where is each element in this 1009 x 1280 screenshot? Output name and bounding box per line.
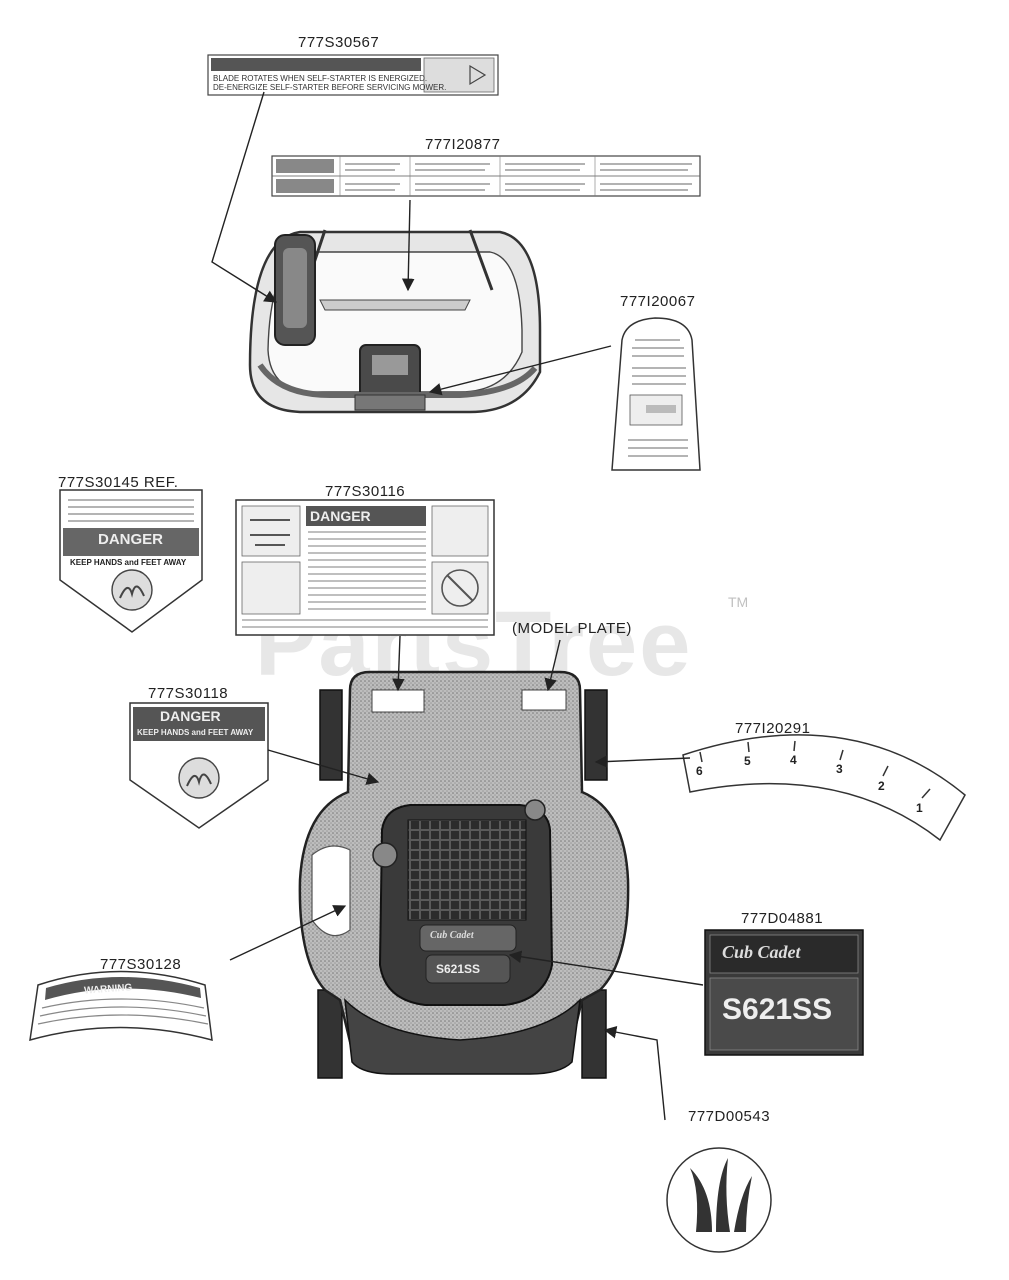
- part-label-777s30128: 777S30128: [100, 956, 182, 973]
- height-mark-2: 2: [878, 779, 885, 793]
- keep-hands-30118: KEEP HANDS and FEET AWAY: [137, 728, 254, 737]
- part-label-777i20067: 777I20067: [620, 293, 696, 310]
- height-mark-4: 4: [790, 753, 797, 767]
- height-mark-1: 1: [916, 801, 923, 815]
- mower-deck: [298, 670, 630, 1079]
- mower-handle-assembly: [248, 229, 542, 414]
- decal-777s30567: [207, 54, 499, 96]
- part-label-777s30116: 777S30116: [325, 483, 406, 500]
- part-label-model-plate: (MODEL PLATE): [512, 620, 632, 637]
- part-label-777i20877: 777I20877: [425, 136, 501, 153]
- danger-title-30116: DANGER: [310, 508, 371, 524]
- brand-logo-text: Cub Cadet: [722, 942, 801, 962]
- engine-model-text: S621SS: [436, 962, 481, 976]
- decal-777s30128: [29, 970, 213, 1042]
- leader-lines: [211, 91, 704, 1121]
- trademark-mark: TM: [728, 594, 749, 610]
- height-mark-6: 6: [696, 764, 703, 778]
- height-mark-3: 3: [836, 762, 843, 776]
- part-label-777s30145: 777S30145 REF.: [58, 474, 179, 491]
- danger-title-30118: DANGER: [160, 708, 221, 724]
- engine-brand-text: Cub Cadet: [430, 930, 474, 941]
- height-mark-5: 5: [744, 754, 751, 768]
- decal-777s30145: [59, 489, 203, 633]
- part-label-777d04881: 777D04881: [741, 910, 824, 927]
- decal-777s30118: [129, 702, 269, 829]
- warning-567-line2: DE-ENERGIZE SELF-STARTER BEFORE SERVICIN…: [213, 83, 447, 92]
- danger-title-30145: DANGER: [98, 531, 164, 548]
- decal-777i20877: [271, 155, 701, 197]
- model-number-text: S621SS: [722, 993, 833, 1026]
- decal-777i20291: [682, 734, 966, 842]
- part-label-777s30567: 777S30567: [298, 34, 380, 51]
- keep-hands-30145: KEEP HANDS and FEET AWAY: [70, 558, 187, 567]
- decal-777s30116: [235, 499, 495, 636]
- part-label-777i20291: 777I20291: [735, 720, 811, 737]
- decal-777d00543: [666, 1147, 772, 1253]
- decal-777d04881: [704, 929, 864, 1056]
- part-label-777s30118: 777S30118: [148, 685, 229, 702]
- decal-777i20067: [611, 317, 701, 471]
- warning-567-line1: BLADE ROTATES WHEN SELF-STARTER IS ENERG…: [213, 74, 428, 83]
- part-label-777d00543: 777D00543: [688, 1108, 771, 1125]
